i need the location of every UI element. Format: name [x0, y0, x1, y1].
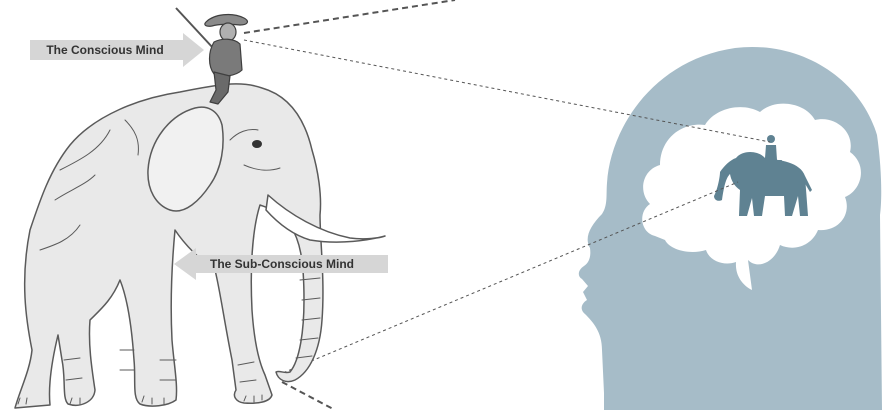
conscious-mind-text: The Conscious Mind: [46, 43, 163, 57]
rider-torso: [210, 39, 243, 76]
dashed-line-top: [244, 0, 455, 33]
elephant-illustration: [15, 84, 385, 408]
rider-head: [220, 23, 236, 41]
mini-rider-head: [767, 135, 775, 143]
subconscious-mind-text: The Sub-Conscious Mind: [210, 257, 354, 271]
dashed-line-bottom: [282, 382, 335, 410]
elephant-eye: [252, 140, 262, 148]
conscious-mind-label: The Conscious Mind: [30, 33, 204, 67]
